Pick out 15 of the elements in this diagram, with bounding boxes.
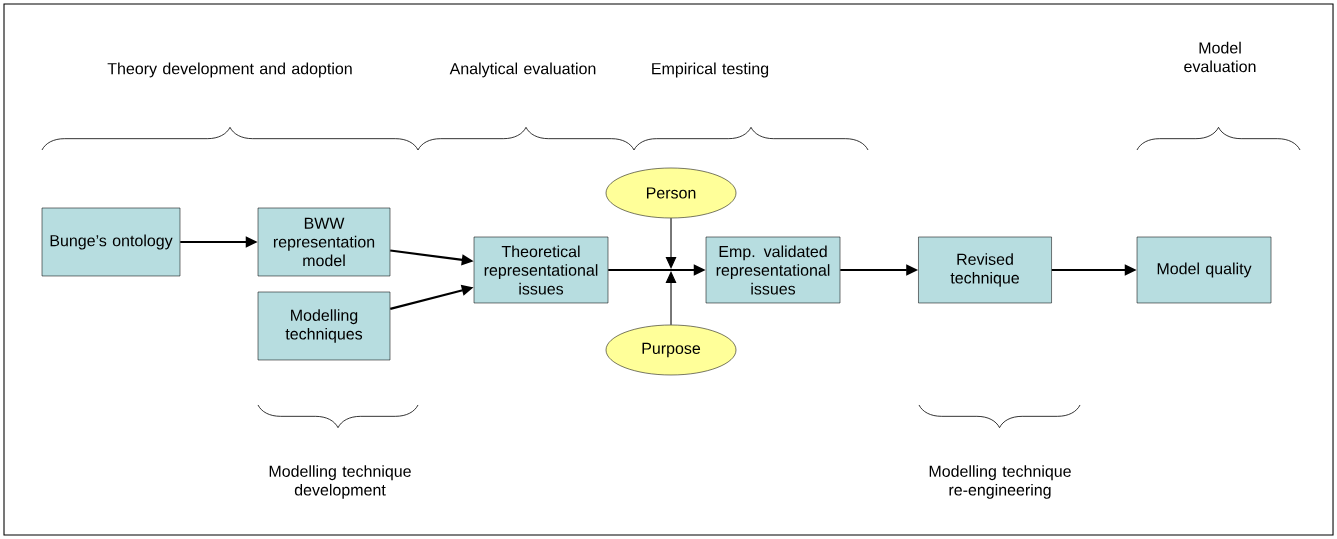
process-box: BWW representation model <box>257 207 391 277</box>
arrow <box>665 271 677 326</box>
process-box: Modelling techniques <box>257 291 391 361</box>
phase-label: Analytical evaluation <box>449 62 596 78</box>
process-box: Theoretical representational issues <box>473 236 609 304</box>
process-box: Emp. validated representational issues <box>705 236 841 304</box>
phase-label: Empirical testing <box>652 62 769 78</box>
process-box: Model quality <box>1136 236 1272 304</box>
phase-label: Modelling technique re-engineering <box>929 465 1071 499</box>
phase-label: Theory development and adoption <box>107 62 352 78</box>
phase-label: Modelling technique development <box>269 465 411 499</box>
process-box: Bunge’s ontology <box>41 207 181 277</box>
phase-label: Model evaluation <box>1184 41 1256 73</box>
process-box: Revised technique <box>918 236 1052 304</box>
arrow <box>665 217 677 269</box>
